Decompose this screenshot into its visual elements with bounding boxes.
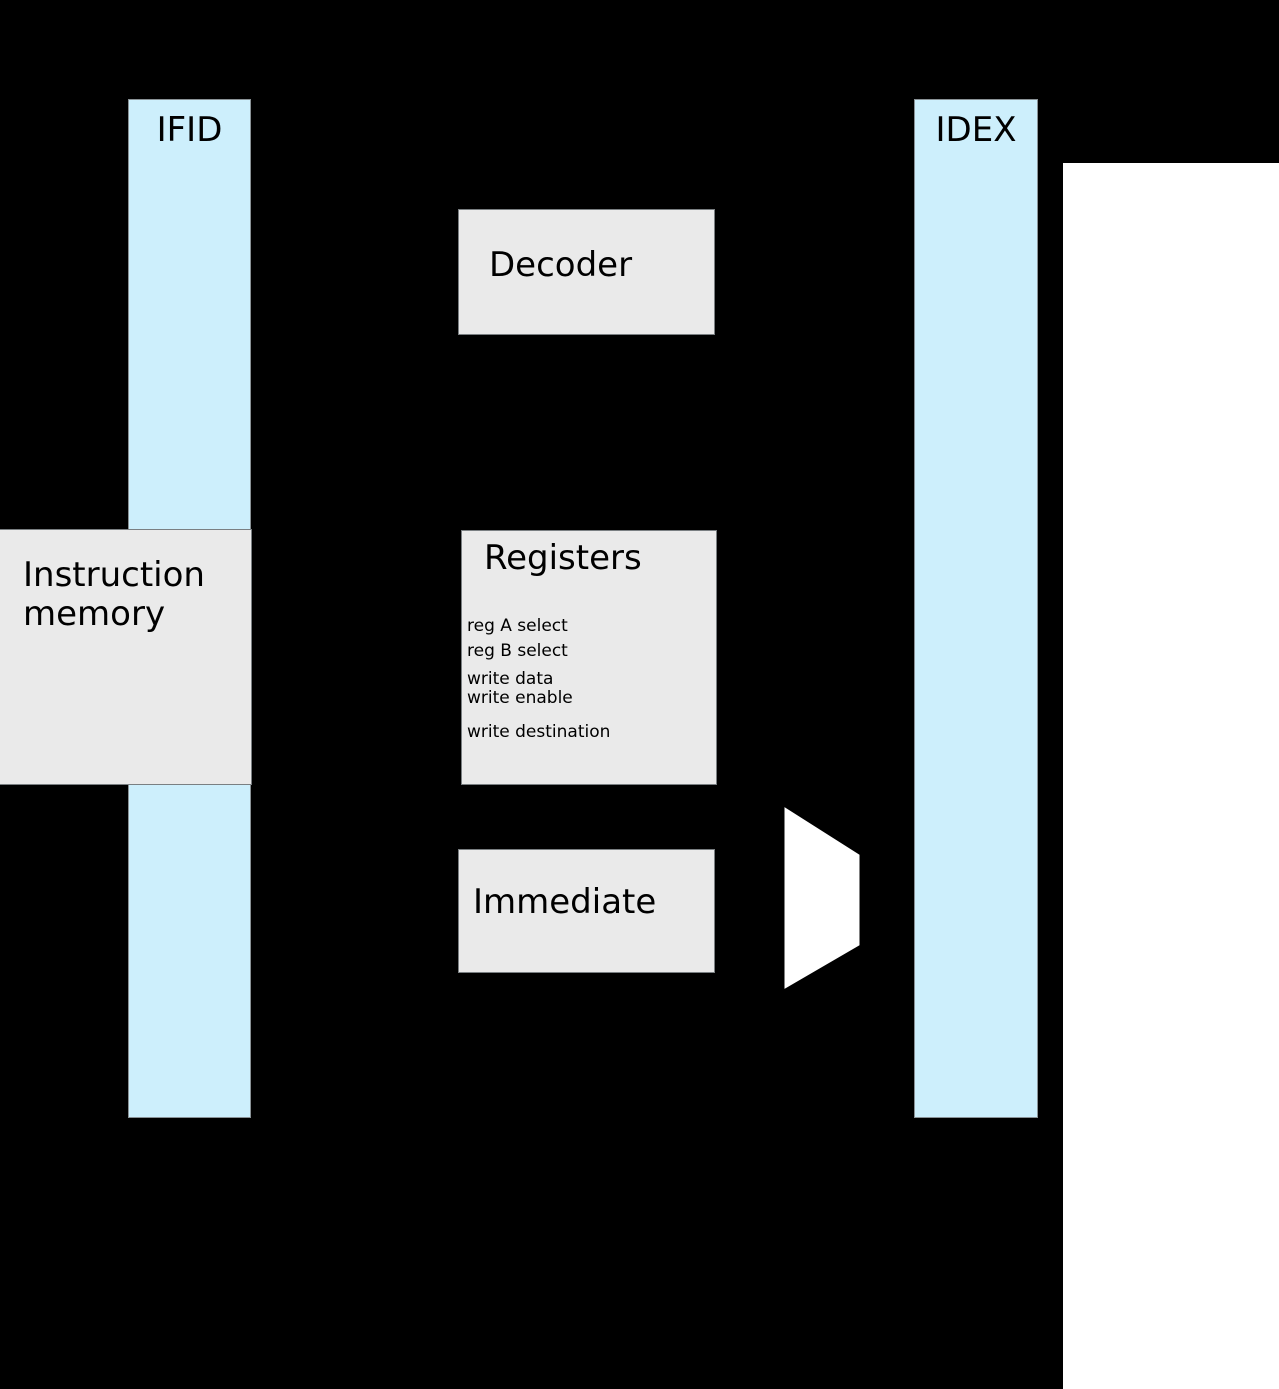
unit-registers-title: Registers [484, 538, 642, 578]
unit-immediate[interactable]: Immediate [458, 849, 715, 973]
unit-registers-port-write-destination: write destination [467, 722, 611, 742]
operand-mux[interactable] [780, 803, 870, 993]
panel-right [1063, 163, 1279, 1389]
pipeline-register-idex-label: IDEX [935, 110, 1017, 150]
pipeline-register-ifid-label: IFID [156, 110, 223, 150]
unit-registers-port-write-enable: write enable [467, 688, 573, 708]
operand-mux-shape [784, 807, 860, 989]
unit-decoder[interactable]: Decoder [458, 209, 715, 335]
unit-registers-port-reg-a-select: reg A select [467, 616, 568, 636]
unit-instruction-memory-title: Instruction memory [23, 555, 205, 635]
unit-immediate-title: Immediate [473, 882, 657, 922]
unit-decoder-title: Decoder [489, 245, 633, 285]
unit-registers-port-write-data: write data [467, 669, 554, 689]
unit-instruction-memory[interactable]: Instruction memory [0, 529, 252, 785]
pipeline-register-idex[interactable]: IDEX [914, 99, 1038, 1118]
unit-registers[interactable]: Registers reg A select reg B select writ… [461, 530, 717, 785]
unit-registers-port-reg-b-select: reg B select [467, 641, 568, 661]
